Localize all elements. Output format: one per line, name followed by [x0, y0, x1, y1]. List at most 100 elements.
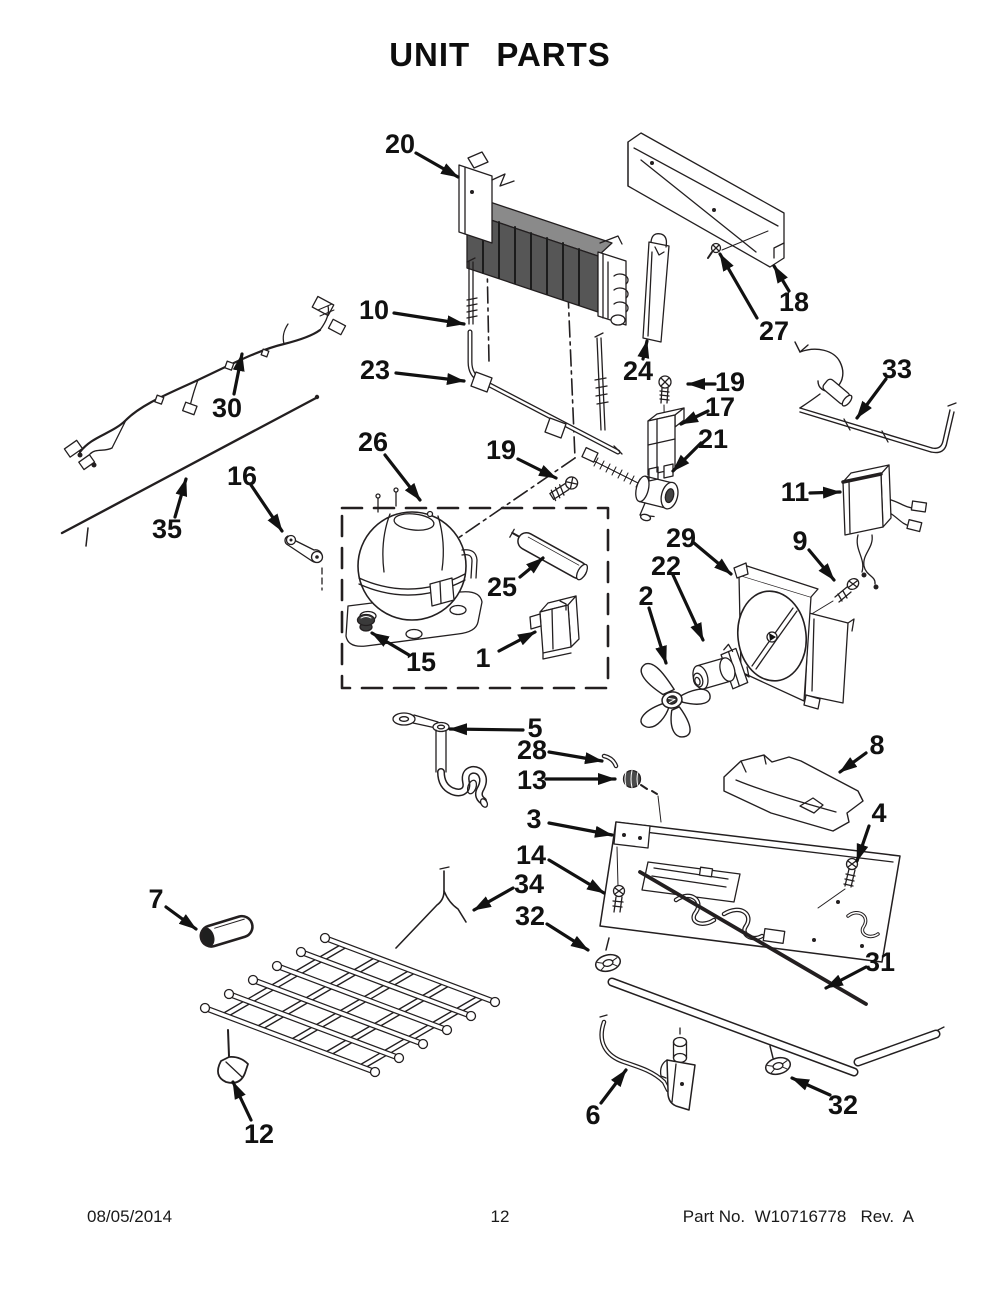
callout-35-label-12: 35 [152, 514, 182, 544]
callout-1-label-22: 1 [475, 643, 490, 673]
filter-drier-25-drawing [509, 528, 589, 581]
callout-4-label-28: 4 [871, 798, 886, 828]
callout-31-label-33: 31 [865, 947, 895, 977]
drain-tube-5-drawing [392, 712, 489, 808]
callout-3-label-26: 3 [526, 804, 541, 834]
callout-33-label-10: 33 [882, 354, 912, 384]
callout-30-label-5: 30 [212, 393, 242, 423]
callout-20-label-0: 20 [385, 129, 415, 159]
screw-19-middle-drawing [549, 476, 579, 502]
link-16-drawing [284, 534, 324, 591]
callout-2-leader-20 [647, 606, 668, 665]
wire-rod-34-drawing [395, 866, 467, 949]
condenser-frame-23-drawing [467, 329, 623, 455]
clip-28-drawing [601, 753, 619, 769]
compressor-compartment-box-26 [340, 506, 610, 690]
callout-7-leader-32 [164, 905, 198, 931]
tube-assembly-33-drawing [794, 341, 957, 454]
callout-30-leader-5 [232, 352, 245, 396]
callout-15-label-21: 15 [406, 647, 436, 677]
callout-23-leader-4 [394, 371, 466, 385]
callout-26-leader-13 [383, 453, 422, 502]
transformer-11-drawing [841, 464, 928, 590]
callout-32-leader-36 [790, 1076, 832, 1097]
callout-20-leader-0 [414, 151, 460, 179]
callout-11-label-15: 11 [781, 477, 810, 507]
callout-31-leader-33 [824, 965, 868, 990]
callout-22-leader-19 [671, 573, 705, 642]
callout-34-label-30: 34 [514, 869, 544, 899]
evaporator-drawing [458, 151, 629, 326]
callout-32-label-36: 32 [828, 1090, 858, 1120]
rear-bracket-18-drawing [627, 132, 785, 268]
foam-tube-7-drawing [199, 914, 254, 948]
callout-10-label-3: 10 [359, 295, 389, 325]
callout-29-leader-17 [692, 541, 733, 576]
clip-12-drawing [217, 1029, 249, 1084]
callout-25-label-16: 25 [487, 572, 517, 602]
callout-19-leader-14 [516, 457, 558, 480]
assembly-alignment-lines [431, 257, 576, 557]
callout-9-leader-18 [807, 548, 836, 582]
callout-14-leader-29 [547, 858, 606, 895]
callout-2-label-20: 2 [638, 581, 653, 611]
roller-32-rear-drawing [764, 1045, 792, 1076]
callout-12-leader-34 [231, 1080, 253, 1122]
callout-17-leader-8 [679, 409, 710, 426]
callout-21-leader-9 [671, 441, 703, 473]
page-title: UNIT PARTS [389, 36, 611, 73]
footer-date: 08/05/2014 [87, 1207, 173, 1226]
screw-4-drawing [817, 857, 859, 909]
callout-23-label-4: 23 [360, 355, 390, 385]
callout-28-label-24: 28 [517, 735, 547, 765]
callout-28-leader-24 [547, 750, 604, 765]
water-tube-6-drawing [599, 1014, 696, 1111]
callout-5-leader-23 [448, 723, 525, 736]
callout-8-leader-27 [838, 751, 868, 774]
callout-11-leader-15 [808, 486, 842, 499]
water-valve-21-drawing [581, 446, 679, 522]
fan-shroud-29-drawing [733, 562, 855, 710]
base-pan-3-drawing [599, 821, 901, 963]
grommet-15-drawing [356, 613, 376, 632]
callout-22-label-19: 22 [651, 551, 681, 581]
callout-26-label-13: 26 [358, 427, 388, 457]
callout-1-leader-22 [497, 630, 537, 653]
callout-35-leader-12 [173, 477, 188, 519]
relay-1-drawing [529, 595, 580, 660]
callout-24-label-6: 24 [623, 356, 653, 386]
callout-29-label-17: 29 [666, 523, 696, 553]
callout-18-leader-1 [772, 264, 791, 293]
bracket-17-drawing [647, 407, 685, 482]
callout-3-leader-26 [547, 821, 614, 838]
callout-6-label-35: 6 [585, 1100, 600, 1130]
condenser-coil-drawing [199, 932, 501, 1078]
callout-13-label-25: 13 [517, 765, 547, 795]
side-strip-24-drawing [642, 233, 670, 343]
callout-12-label-34: 12 [244, 1119, 274, 1149]
footer-page-number: 12 [490, 1207, 510, 1226]
callout-34-leader-30 [472, 886, 515, 912]
screw-9-drawing [804, 578, 860, 619]
callout-18-label-1: 18 [779, 287, 809, 317]
callout-10-leader-3 [392, 311, 466, 328]
callout-24-leader-6 [637, 339, 650, 361]
callout-21-label-9: 21 [698, 424, 728, 454]
callout-32-label-31: 32 [515, 901, 545, 931]
drain-pan-8-drawing [723, 754, 864, 832]
callout-9-label-18: 9 [792, 526, 807, 556]
callout-5-label-23: 5 [527, 713, 542, 743]
callout-4-leader-28 [855, 824, 871, 863]
callout-19-label-7: 19 [715, 367, 745, 397]
callout-33-leader-10 [855, 377, 888, 420]
callout-16-label-11: 16 [227, 461, 257, 491]
support-rod-35-drawing [60, 394, 320, 547]
callout-7-label-32: 7 [148, 884, 163, 914]
callout-16-leader-11 [249, 483, 284, 533]
plug-13-drawing [622, 769, 662, 823]
roller-32-front-drawing [594, 937, 622, 973]
callout-6-leader-35 [599, 1068, 628, 1105]
compressor-drawing [345, 487, 483, 647]
